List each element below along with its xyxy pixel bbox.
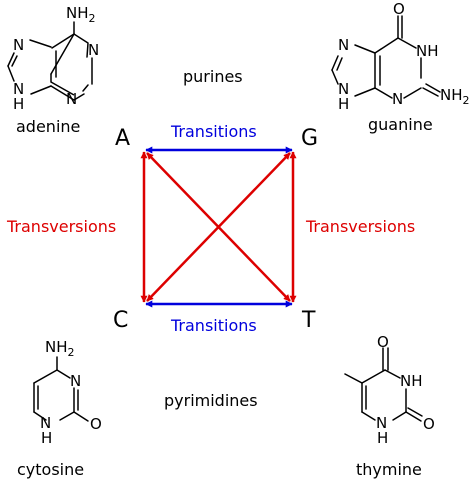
- guanine-structure: O NH N NH2 N N H: [331, 0, 470, 113]
- cytosine-h1: H: [41, 429, 52, 447]
- cytosine-o2: O: [90, 415, 102, 433]
- cytosine-nh2: NH2: [45, 338, 75, 359]
- transitions-label-top: Transitions: [170, 122, 257, 141]
- guanine-label: guanine: [368, 115, 433, 134]
- letter-g: G: [301, 126, 318, 151]
- transversions-label-right: Transversions: [305, 217, 415, 236]
- pyrimidines-label: pyrimidines: [164, 391, 258, 410]
- thymine-label: thymine: [356, 460, 422, 479]
- guanine-n7: N: [338, 36, 349, 54]
- purines-label: purines: [183, 67, 243, 86]
- adenine-n1: N: [88, 41, 99, 59]
- adenine-n9: N: [13, 80, 24, 98]
- thymine-n3h: NH: [400, 372, 423, 390]
- letter-c: C: [113, 308, 128, 333]
- adenine-structure: NH2 N N N N H: [7, 4, 99, 113]
- guanine-n3: N: [392, 90, 403, 108]
- transitions-label-bottom: Transitions: [170, 316, 257, 335]
- adenine-n7: N: [13, 36, 24, 54]
- thymine-n1: N: [376, 414, 387, 432]
- thymine-structure: O NH N H O: [344, 333, 435, 447]
- adenine-n3: N: [66, 90, 77, 108]
- thymine-h1: H: [377, 429, 388, 447]
- adenine-h9: H: [13, 95, 24, 113]
- adenine-nh2: NH2: [66, 4, 96, 25]
- guanine-n1h: NH: [416, 42, 439, 60]
- guanine-n9: N: [338, 80, 349, 98]
- arrows: [140, 146, 297, 308]
- cytosine-structure: NH2 N N H O: [33, 338, 102, 447]
- letter-t: T: [301, 308, 316, 333]
- cytosine-n1h: N: [40, 414, 51, 432]
- transversion-arrow-g-c: [146, 152, 291, 302]
- adenine-label: adenine: [16, 117, 80, 136]
- letter-a: A: [115, 126, 130, 151]
- thymine-o2: O: [423, 415, 435, 433]
- cytosine-n3: N: [70, 372, 81, 390]
- guanine-nh2: NH2: [440, 86, 470, 107]
- guanine-o6: O: [393, 0, 405, 18]
- cytosine-label: cytosine: [17, 460, 84, 479]
- guanine-h9: H: [338, 95, 349, 113]
- transversions-label-left: Transversions: [6, 217, 116, 236]
- thymine-o4: O: [377, 333, 389, 351]
